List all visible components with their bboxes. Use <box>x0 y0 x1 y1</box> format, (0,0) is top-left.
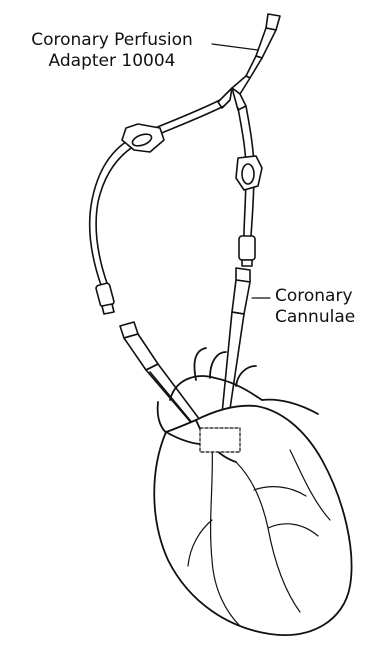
cannulae-label-line2: Cannulae <box>275 307 367 328</box>
adapter-label-line1: Coronary Perfusion <box>12 30 212 51</box>
adapter-leader-line <box>212 44 258 50</box>
adapter-label-line2: Adapter 10004 <box>12 51 212 72</box>
right-luer-connector <box>239 236 255 266</box>
cannulae-label: Coronary Cannulae <box>275 286 367 328</box>
cannulae-label-line1: Coronary <box>275 286 367 307</box>
adapter-label: Coronary Perfusion Adapter 10004 <box>12 30 212 72</box>
heart-drawing <box>154 348 351 635</box>
left-luer-connector <box>95 283 114 314</box>
adapter-inlet <box>246 14 280 78</box>
right-clamp <box>236 156 262 190</box>
y-junction <box>218 76 250 110</box>
left-clamp <box>122 124 164 152</box>
